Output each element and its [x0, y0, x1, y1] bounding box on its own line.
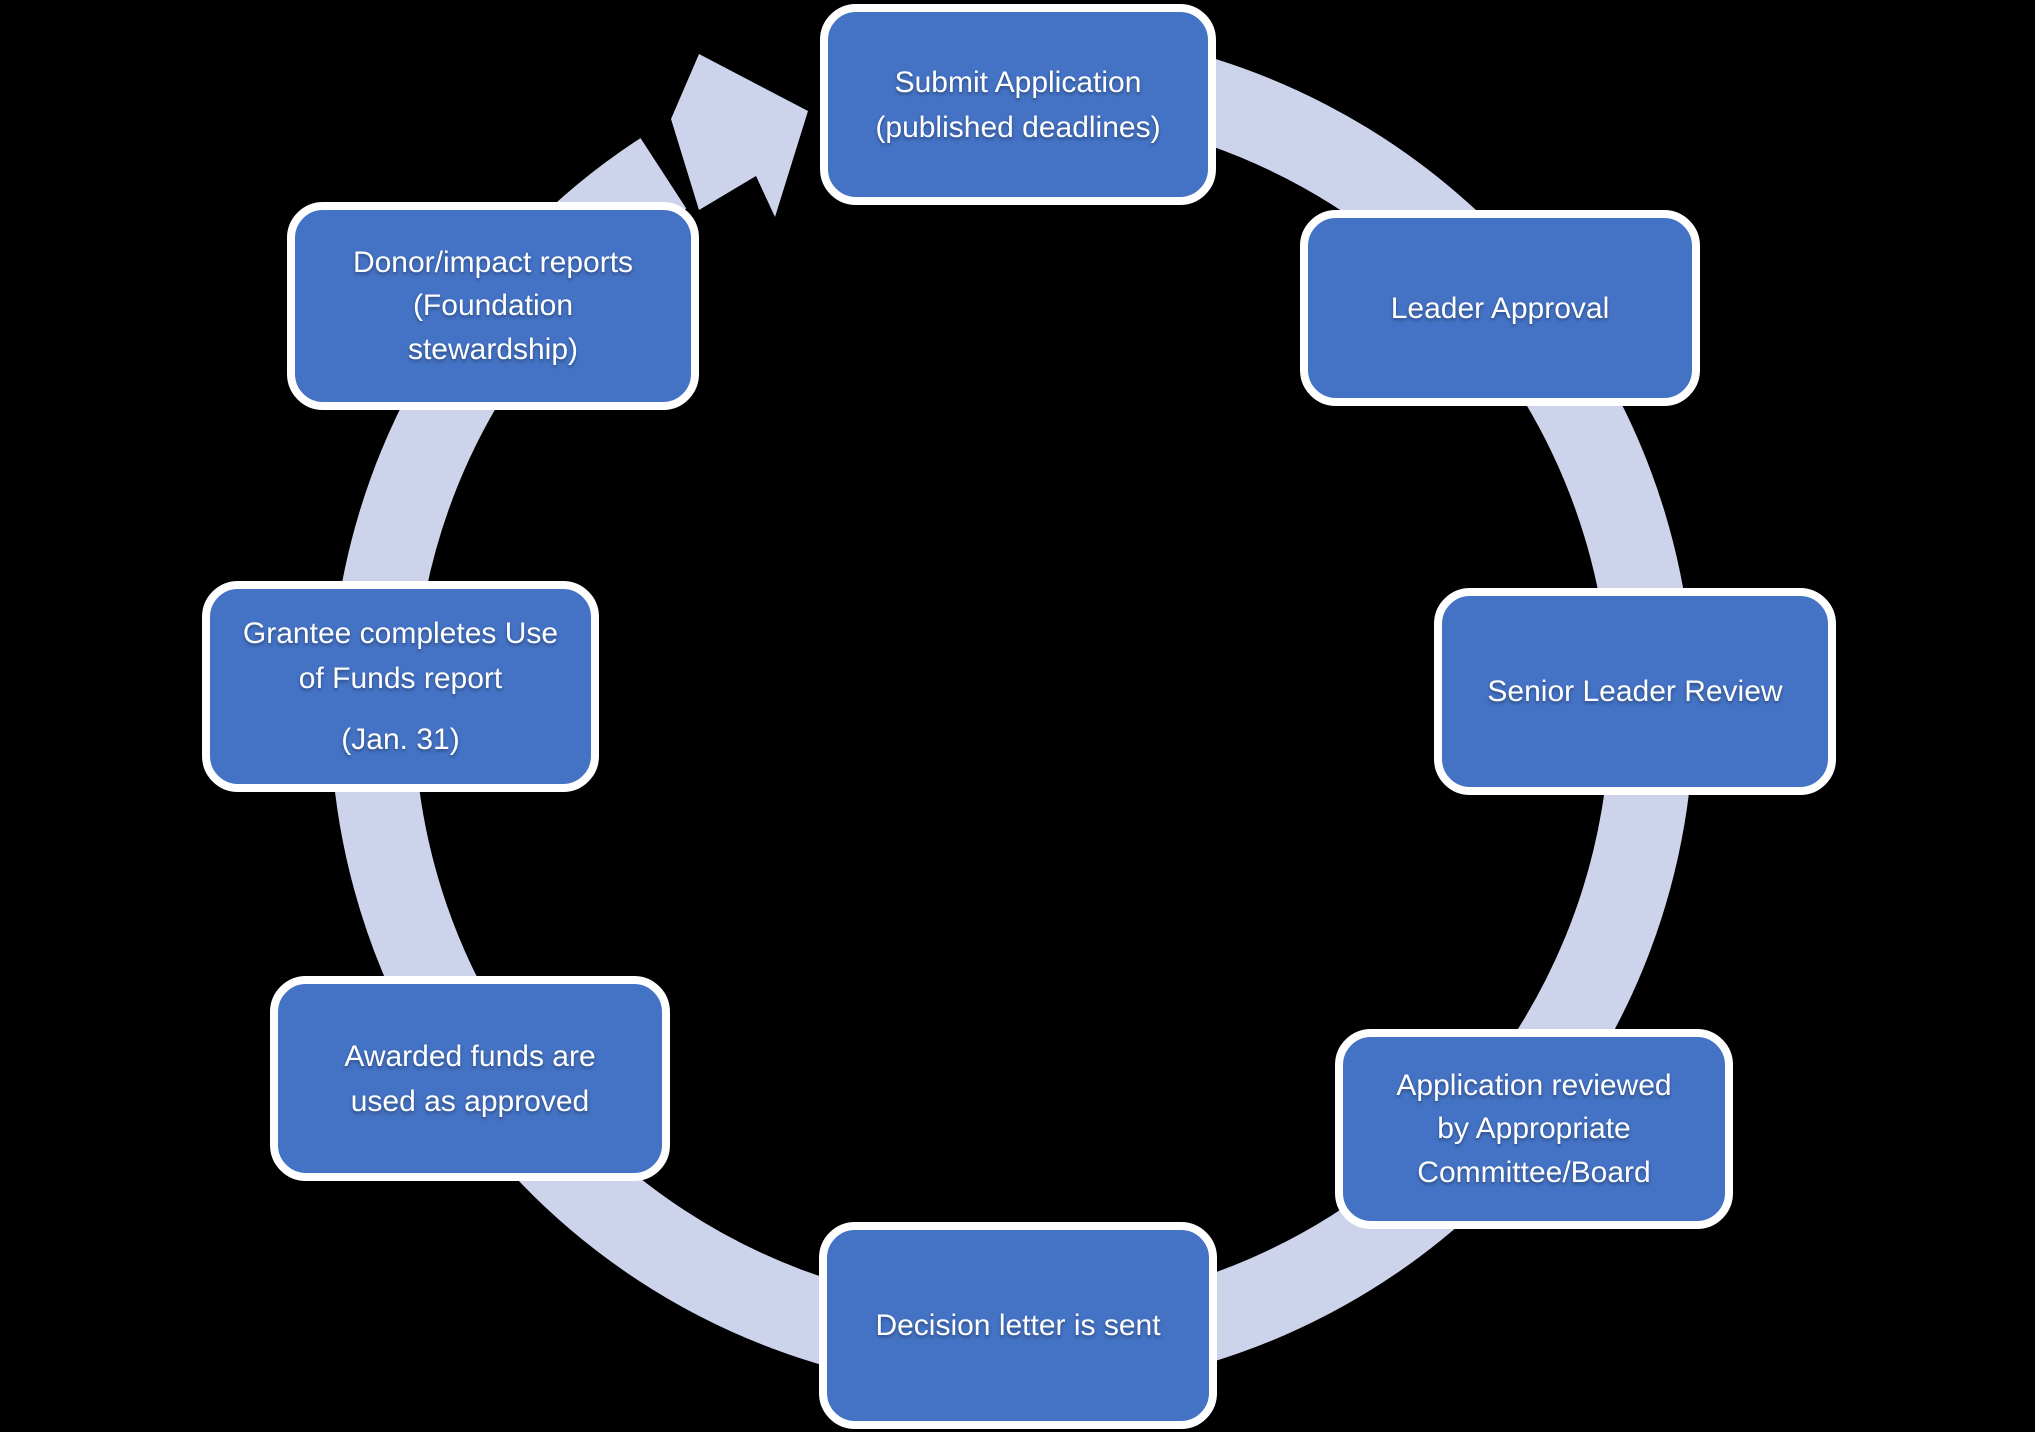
- step-label: Grantee completes Use of Funds report: [242, 617, 559, 695]
- step-label: Awarded funds are used as approved: [344, 1039, 596, 1118]
- step-label: Application reviewed by Appropriate Comm…: [1396, 1068, 1672, 1189]
- step-sublabel: (Jan. 31): [341, 723, 460, 756]
- step-box-senior-leader-review: Senior Leader Review: [1434, 588, 1836, 795]
- step-label: Leader Approval: [1390, 291, 1610, 325]
- step-box-decision-letter: Decision letter is sent: [819, 1222, 1217, 1429]
- arrowhead-icon: [671, 54, 808, 217]
- step-box-submit-application: Submit Application (published deadlines): [820, 4, 1216, 205]
- step-label: Senior Leader Review: [1487, 675, 1783, 708]
- step-box-grantee-report: Grantee completes Use of Funds report (J…: [202, 581, 599, 792]
- step-box-awarded-funds: Awarded funds are used as approved: [270, 976, 670, 1181]
- step-box-donor-reports: Donor/impact reports (Foundation steward…: [287, 202, 699, 410]
- step-box-leader-approval: Leader Approval: [1300, 210, 1700, 406]
- step-box-application-reviewed: Application reviewed by Appropriate Comm…: [1335, 1029, 1733, 1229]
- step-label: Donor/impact reports (Foundation steward…: [352, 245, 634, 366]
- step-label: Decision letter is sent: [875, 1309, 1161, 1342]
- step-label: Submit Application (published deadlines): [875, 65, 1161, 144]
